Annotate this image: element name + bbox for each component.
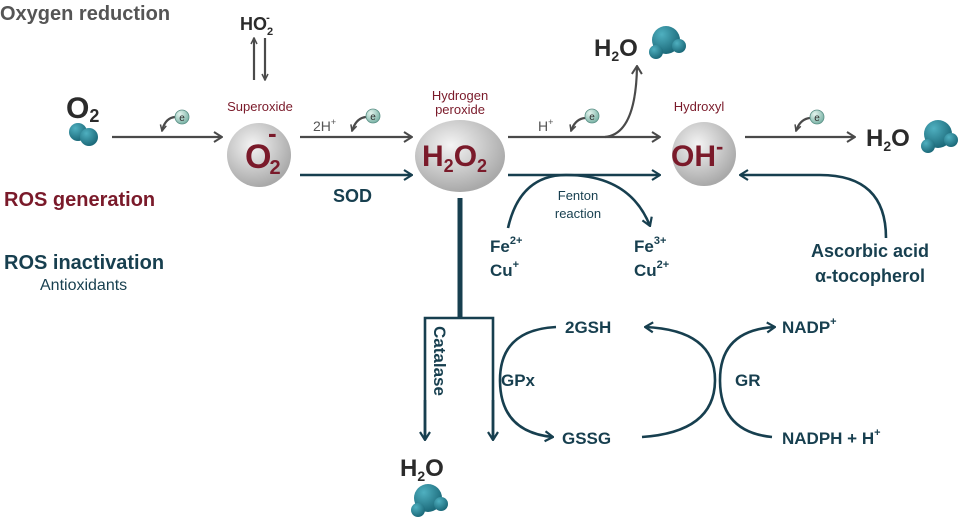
- water-molecule-icon: [649, 26, 686, 59]
- peroxide-label-2: peroxide: [435, 102, 485, 117]
- fenton-label-1: Fenton: [558, 188, 598, 203]
- peroxide-sphere: [415, 120, 505, 192]
- electron-arrow: [352, 115, 367, 131]
- water-molecule-icon: [411, 484, 448, 517]
- fe2-label: Fe2+: [490, 235, 522, 256]
- superoxide-formula: O2: [245, 138, 281, 179]
- o2-label: O2: [66, 92, 99, 126]
- water-label-top: H2O: [594, 35, 638, 64]
- superoxide-charge: -: [268, 118, 277, 148]
- title: Oxygen reduction: [0, 3, 170, 25]
- antioxidants-label: Antioxidants: [40, 277, 127, 294]
- gsh-label: 2GSH: [565, 318, 611, 337]
- two-h-plus: 2H+: [313, 117, 336, 134]
- fe3-label: Fe3+: [634, 235, 666, 256]
- gssg-label: GSSG: [562, 429, 611, 448]
- gr-label: GR: [735, 371, 761, 390]
- ho2-label: HO2-: [240, 12, 273, 38]
- electron-arrow: [571, 116, 586, 131]
- hydroxyl-label: Hydroxyl: [674, 99, 725, 114]
- nadph-arrow: [718, 327, 775, 439]
- tocopherol-label: α-tocopherol: [815, 266, 925, 286]
- water-label-bottom: H2O: [400, 455, 444, 484]
- superoxide-label: Superoxide: [227, 99, 293, 114]
- sod-label: SOD: [333, 186, 372, 206]
- gpx-cycle-arrow: [498, 325, 557, 437]
- hydroxyl-formula: OH-: [671, 134, 723, 173]
- catalase-label: Catalase: [430, 326, 449, 396]
- electron-arrow: [162, 115, 176, 131]
- fenton-curve-arrow: [506, 173, 650, 229]
- electron-label: e: [370, 112, 376, 123]
- electron-arrow: [796, 116, 811, 131]
- fenton-label-2: reaction: [555, 206, 601, 221]
- branch-bracket: [423, 316, 495, 440]
- ascorbic-acid-label: Ascorbic acid: [811, 241, 929, 261]
- peroxide-label-1: Hydrogen: [432, 88, 488, 103]
- h-plus: H+: [538, 117, 553, 134]
- antioxidant-arrow: [740, 175, 888, 239]
- gpx-label: GPx: [501, 371, 536, 390]
- water-label-right: H2O: [866, 125, 910, 154]
- water-molecule-icon: [921, 120, 958, 153]
- ros-generation-label: ROS generation: [4, 189, 155, 211]
- nadp-label: NADP+: [782, 316, 837, 337]
- electron-label: e: [589, 112, 595, 123]
- cu1-label: Cu+: [490, 259, 519, 280]
- electron-label: e: [179, 113, 185, 124]
- ros-inactivation-label: ROS inactivation: [4, 252, 164, 274]
- o2-molecule-icon: [69, 123, 98, 146]
- superoxide-sphere: [227, 123, 291, 187]
- nadph-label: NADPH + H+: [782, 427, 881, 448]
- electron-label: e: [814, 113, 820, 124]
- cu2-label: Cu2+: [634, 259, 669, 280]
- arrow-to-water: [604, 66, 637, 139]
- gr-cycle-arrow: [641, 327, 717, 439]
- hydroxyl-sphere: [672, 122, 736, 186]
- peroxide-formula: H2O2: [422, 140, 487, 176]
